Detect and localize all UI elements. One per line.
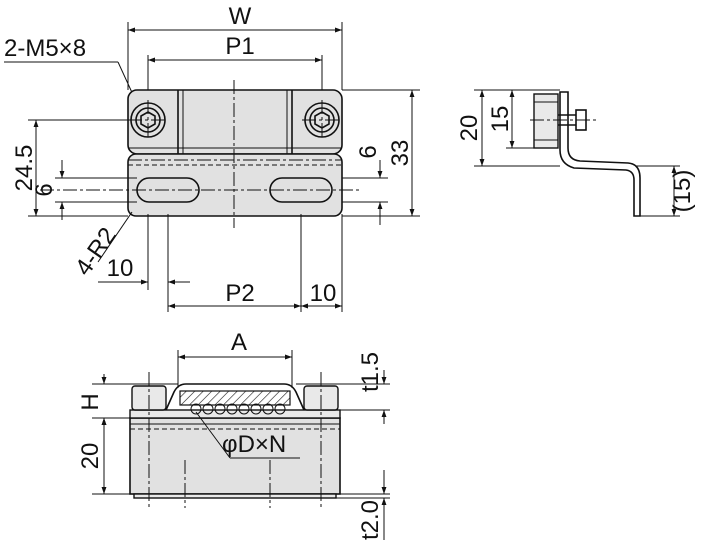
front-20-label: 20 bbox=[77, 443, 104, 470]
top-view: W P1 2-M5×8 bbox=[4, 3, 420, 312]
p2-label: P2 bbox=[225, 280, 254, 307]
t1-5-label: t1.5 bbox=[357, 352, 384, 392]
magnet-row bbox=[190, 403, 286, 415]
side-bracket bbox=[559, 91, 641, 217]
a-label: A bbox=[231, 329, 247, 356]
p1-label: P1 bbox=[225, 33, 254, 60]
dim-10-left-label: 10 bbox=[107, 255, 134, 282]
front-body bbox=[129, 417, 341, 495]
t2-0-label: t2.0 bbox=[357, 500, 384, 540]
screw-callout: 2-M5×8 bbox=[4, 35, 86, 62]
magnet-label: φD×N bbox=[222, 431, 286, 458]
front-cover bbox=[165, 383, 305, 411]
w-label: W bbox=[229, 3, 252, 30]
dim-24-5-label: 24.5 bbox=[11, 145, 38, 192]
side-screw-icon bbox=[575, 109, 587, 131]
hatched-section bbox=[179, 390, 291, 406]
side-20-label: 20 bbox=[456, 115, 483, 142]
dim-6-left-label: 6 bbox=[31, 183, 58, 196]
dim-33-label: 33 bbox=[387, 140, 414, 167]
side-15-label: 15 bbox=[487, 106, 514, 133]
mount-plate-bottom bbox=[127, 153, 343, 217]
front-view: A φD×N bbox=[77, 329, 390, 540]
side-block bbox=[533, 93, 559, 149]
h-label: H bbox=[77, 393, 104, 410]
dim-10-right-label: 10 bbox=[310, 280, 337, 307]
side-15p-label: (15) bbox=[669, 170, 696, 213]
dim-6-right-label: 6 bbox=[355, 145, 382, 158]
side-view: 20 15 (15) bbox=[456, 89, 696, 217]
